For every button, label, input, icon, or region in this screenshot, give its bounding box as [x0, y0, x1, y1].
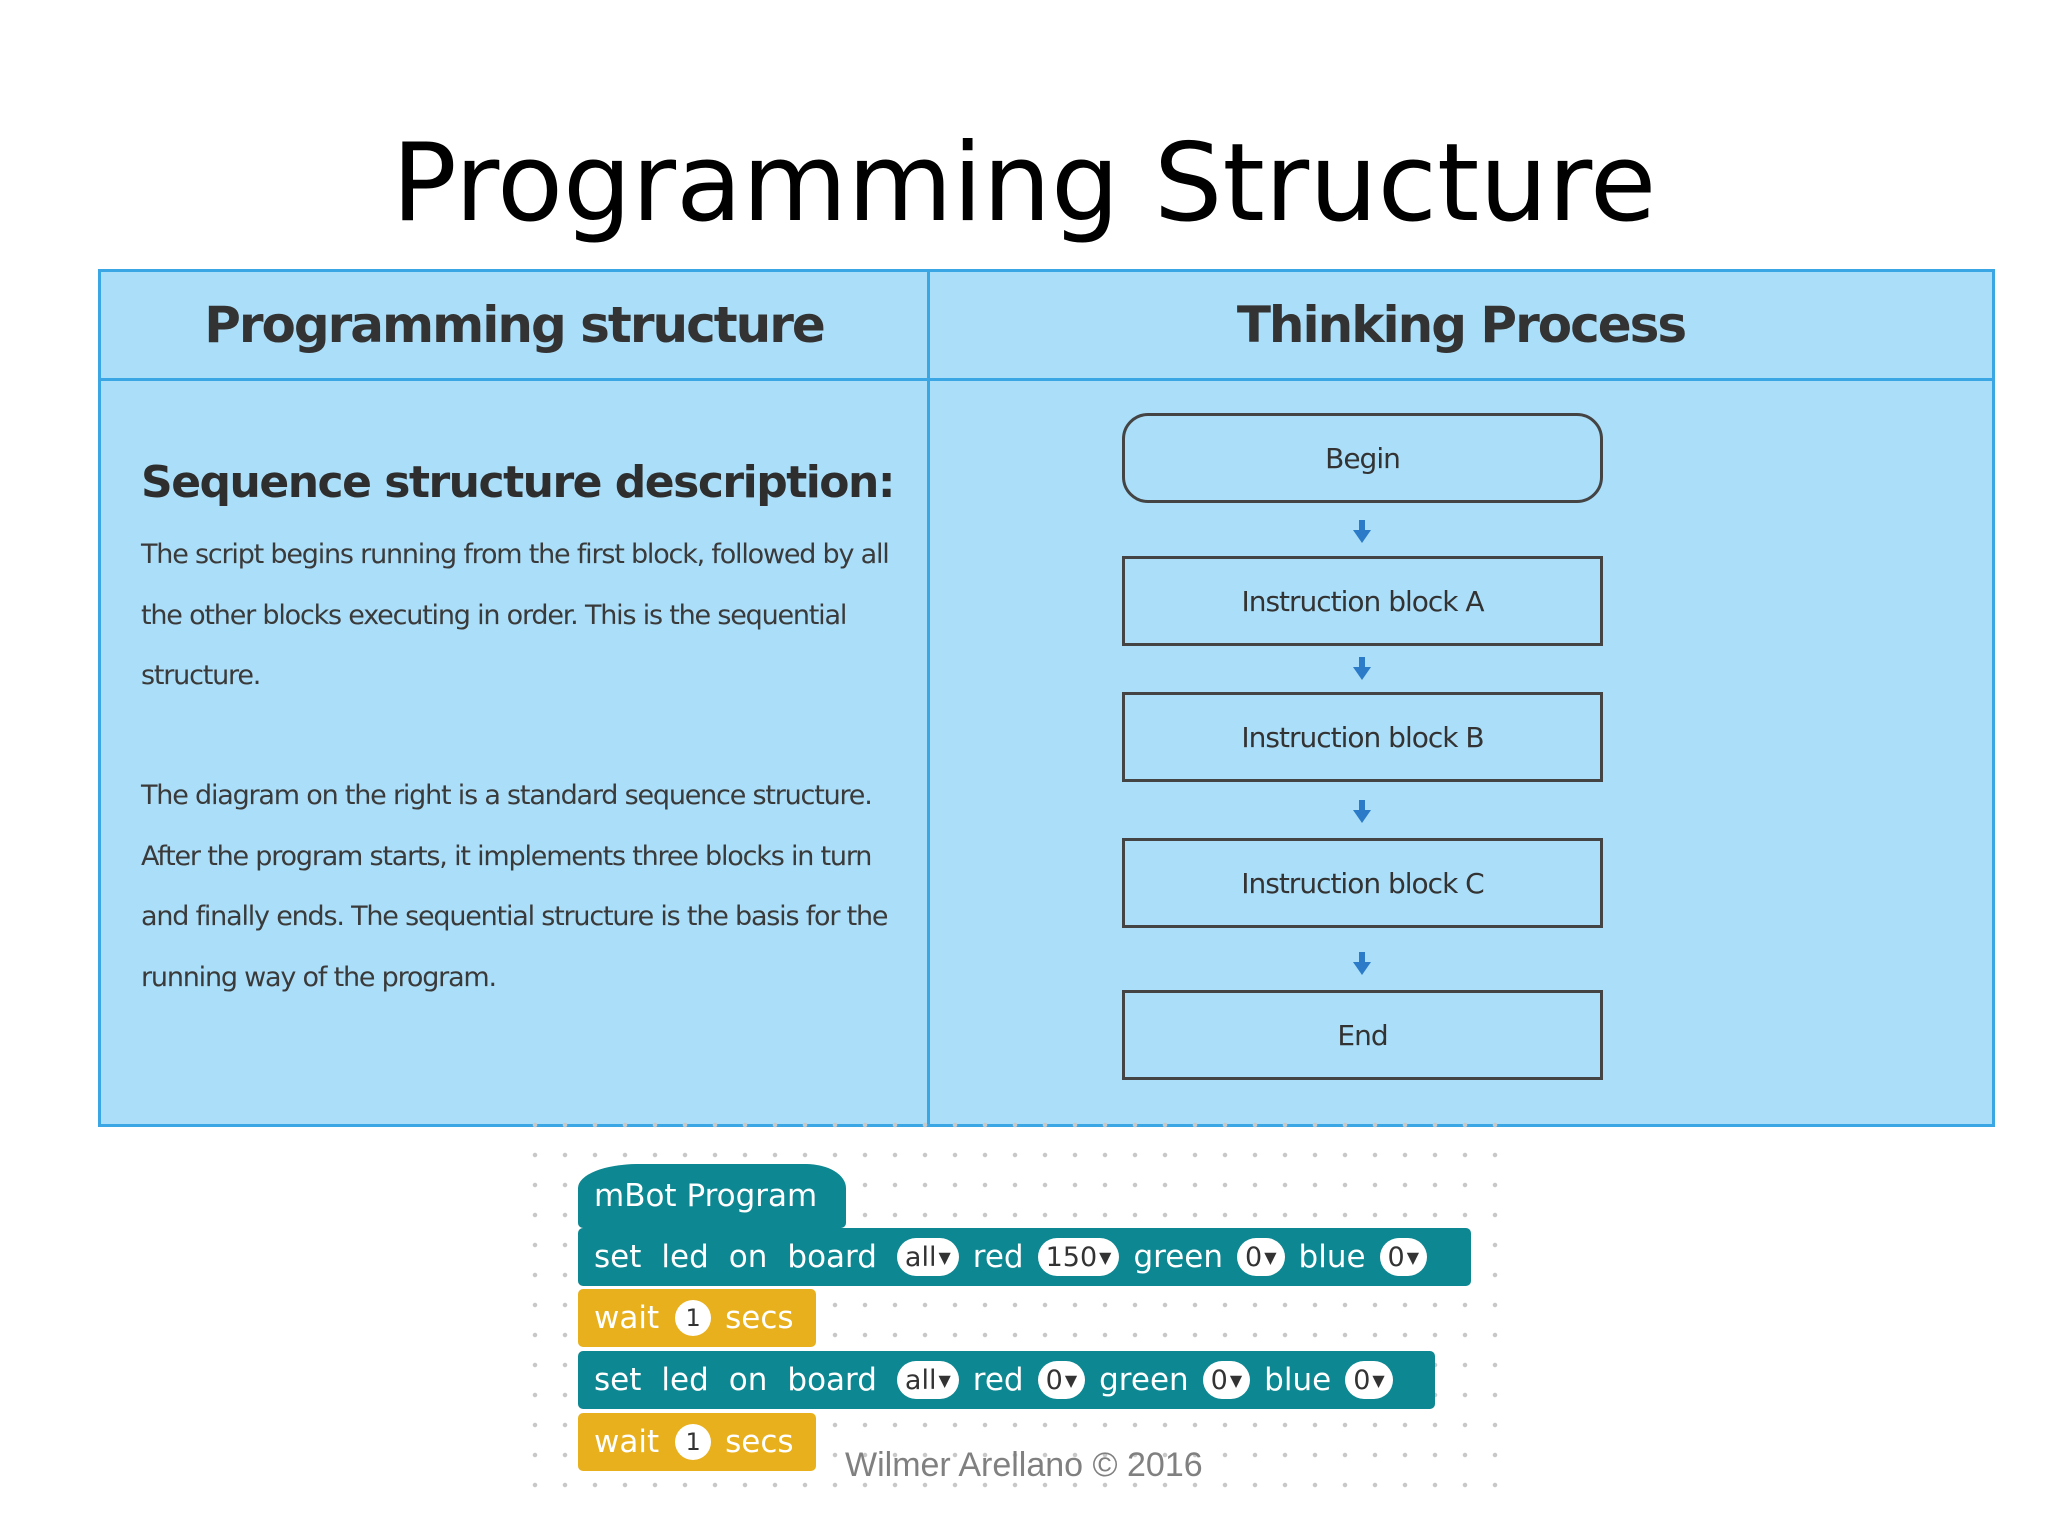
red-value: 0	[1045, 1364, 1063, 1396]
green-label: green	[1133, 1239, 1224, 1275]
flow-block-a: Instruction block A	[1122, 556, 1603, 646]
led-target-dropdown[interactable]: all▼	[896, 1361, 959, 1399]
wait-label: wait	[594, 1424, 660, 1460]
red-label: red	[972, 1239, 1024, 1275]
wait-block-2[interactable]: wait 1 secs	[578, 1413, 816, 1471]
blue-value-dropdown[interactable]: 0▼	[1379, 1238, 1428, 1276]
blue-value: 0	[1387, 1241, 1405, 1273]
description-paragraph-2: The diagram on the right is a standard s…	[141, 780, 889, 993]
dropdown-caret-icon: ▼	[1229, 1370, 1243, 1390]
red-value-dropdown[interactable]: 150▼	[1037, 1238, 1120, 1276]
credit-footer: Wilmer Arellano © 2016	[845, 1446, 1203, 1484]
down-arrow-icon	[1353, 800, 1371, 823]
red-value: 150	[1045, 1241, 1098, 1273]
green-value-dropdown[interactable]: 0▼	[1202, 1361, 1251, 1399]
structure-table: Programming structure Thinking Process S…	[98, 269, 1995, 1127]
dropdown-caret-icon: ▼	[1064, 1370, 1078, 1390]
green-value: 0	[1245, 1241, 1263, 1273]
mbot-program-hat-block[interactable]: mBot Program	[578, 1164, 846, 1228]
wait-unit: secs	[725, 1424, 794, 1460]
green-value-dropdown[interactable]: 0▼	[1237, 1238, 1285, 1276]
blue-value: 0	[1353, 1364, 1371, 1396]
set-led-block-1[interactable]: set led on board all▼ red 150▼ green 0▼ …	[578, 1228, 1471, 1286]
block-word: board	[787, 1239, 877, 1275]
description-paragraph-1: The script begins running from the first…	[141, 539, 890, 691]
wait-seconds-input[interactable]: 1	[675, 1300, 712, 1336]
wait-block-1[interactable]: wait 1 secs	[578, 1289, 816, 1347]
block-word: set	[594, 1362, 642, 1398]
wait-unit: secs	[725, 1300, 794, 1336]
led-target-value: all	[904, 1364, 937, 1396]
blue-label: blue	[1264, 1362, 1332, 1398]
block-word: on	[728, 1362, 768, 1398]
flow-begin: Begin	[1122, 413, 1603, 503]
set-led-block-2[interactable]: set led on board all▼ red 0▼ green 0▼ bl…	[578, 1351, 1435, 1409]
dropdown-caret-icon: ▼	[1372, 1370, 1385, 1390]
wait-seconds-input[interactable]: 1	[675, 1424, 712, 1460]
led-target-dropdown[interactable]: all▼	[896, 1238, 959, 1276]
wait-label: wait	[594, 1300, 660, 1336]
down-arrow-icon	[1353, 657, 1371, 680]
flow-end: End	[1122, 990, 1603, 1080]
red-label: red	[972, 1362, 1024, 1398]
blue-value-dropdown[interactable]: 0▼	[1345, 1361, 1393, 1399]
slide-title: Programming Structure	[391, 121, 1657, 246]
block-word: board	[787, 1362, 877, 1398]
down-arrow-icon	[1353, 952, 1371, 975]
left-column-header: Programming structure	[204, 296, 826, 354]
down-arrow-icon	[1353, 520, 1371, 543]
green-value: 0	[1210, 1364, 1228, 1396]
dropdown-caret-icon: ▼	[938, 1370, 951, 1390]
flow-block-c: Instruction block C	[1122, 838, 1603, 928]
column-divider	[927, 272, 930, 1124]
header-divider	[101, 378, 1992, 381]
block-word: led	[661, 1362, 709, 1398]
flow-block-b: Instruction block B	[1122, 692, 1603, 782]
block-word: set	[594, 1239, 642, 1275]
red-value-dropdown[interactable]: 0▼	[1037, 1361, 1086, 1399]
dropdown-caret-icon: ▼	[1406, 1247, 1420, 1267]
dropdown-caret-icon: ▼	[1099, 1247, 1112, 1267]
right-column-header: Thinking Process	[1236, 296, 1687, 354]
block-word: on	[728, 1239, 768, 1275]
dropdown-caret-icon: ▼	[1264, 1247, 1277, 1267]
dropdown-caret-icon: ▼	[938, 1247, 951, 1267]
blue-label: blue	[1298, 1239, 1366, 1275]
block-word: led	[661, 1239, 709, 1275]
description-heading: Sequence structure description:	[141, 457, 895, 508]
hat-label: mBot Program	[594, 1178, 818, 1214]
led-target-value: all	[904, 1241, 937, 1273]
green-label: green	[1099, 1362, 1189, 1398]
